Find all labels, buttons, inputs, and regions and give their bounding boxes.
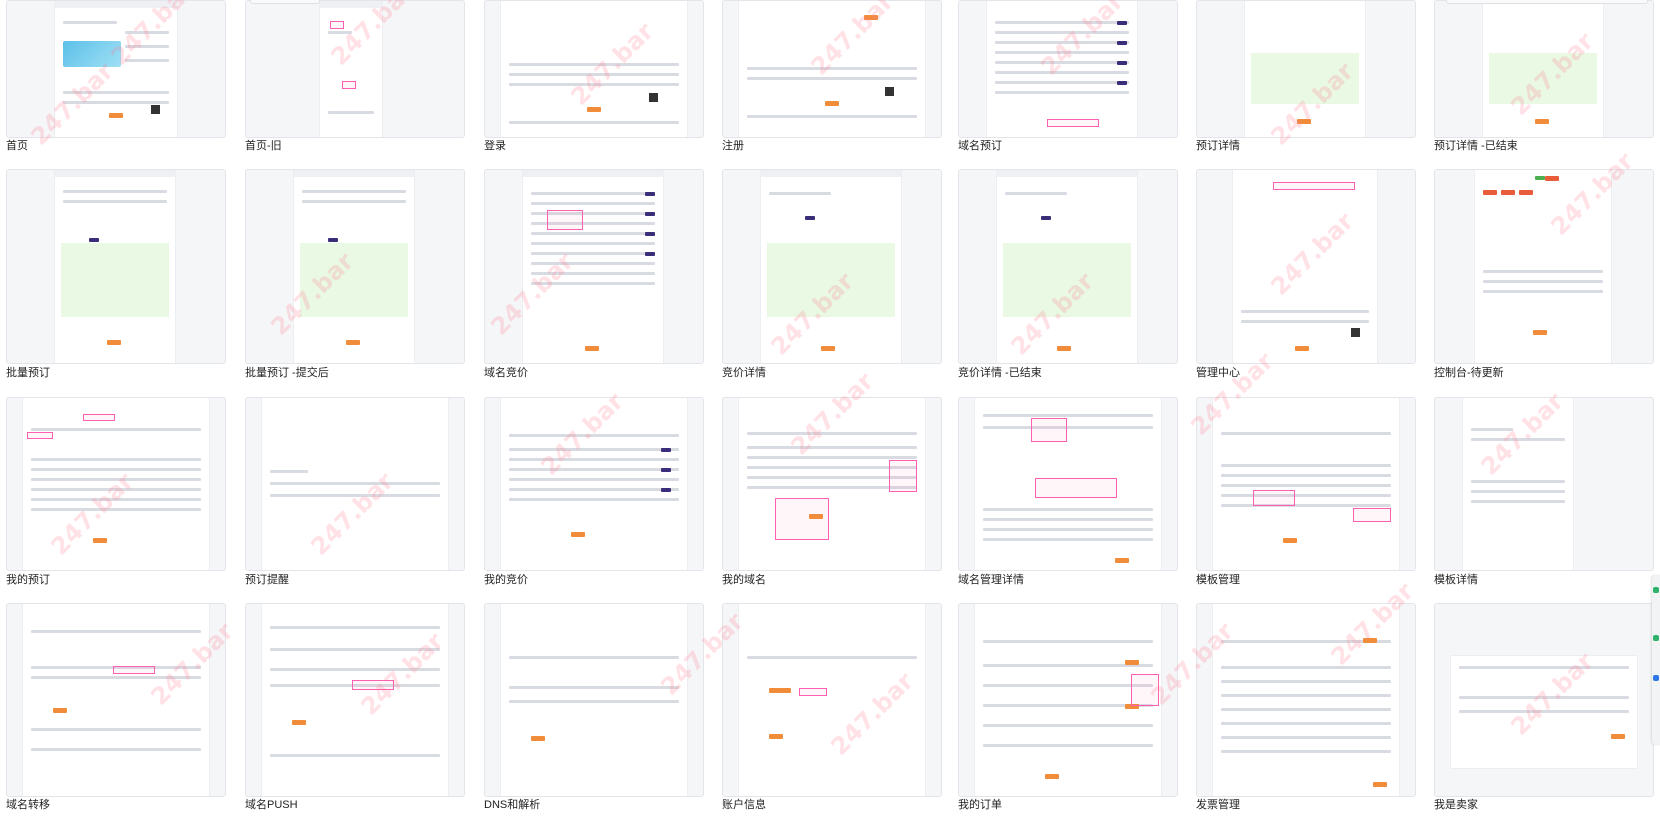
page-label: 模板详情 [1434,574,1478,586]
floating-side-panel[interactable] [1652,575,1660,745]
page-thumbnail-auction-detail-ended[interactable] [958,169,1178,364]
page-thumbnail-my-reservations[interactable] [6,397,226,571]
page-label: 发票管理 [1196,799,1240,811]
page-label: 批量预订 -提交后 [245,367,329,379]
page-thumbnail-home[interactable] [6,0,226,138]
page-label: 登录 [484,140,506,152]
page-label: 我的订单 [958,799,1002,811]
page-thumbnail-management-center[interactable] [1196,169,1416,364]
page-label: 注册 [722,140,744,152]
page-label: 账户信息 [722,799,766,811]
page-label: 竞价详情 [722,367,766,379]
page-thumbnail-template-detail[interactable] [1434,397,1654,571]
blue-icon[interactable] [1653,675,1659,681]
page-thumbnail-reservation-detail-ended[interactable] [1434,0,1654,138]
page-label: 我的域名 [722,574,766,586]
page-thumbnail-my-auctions[interactable] [484,397,704,571]
page-label: 域名竞价 [484,367,528,379]
green-icon[interactable] [1653,587,1659,593]
page-label: 我是卖家 [1434,799,1478,811]
green-icon[interactable] [1653,635,1659,641]
page-label: 域名预订 [958,140,1002,152]
page-label: 管理中心 [1196,367,1240,379]
page-thumbnail-batch-reservation-submitted[interactable] [245,169,465,364]
page-thumbnail-reservation-reminder[interactable] [245,397,465,571]
page-thumbnail-dns-resolution[interactable] [484,603,704,797]
page-thumbnail-my-orders[interactable] [958,603,1178,797]
page-thumbnail-home-old[interactable] [245,0,465,138]
page-thumbnail-domain-transfer[interactable] [6,603,226,797]
page-label: 控制台-待更新 [1434,367,1504,379]
page-thumbnail-domain-auction[interactable] [484,169,704,364]
page-label: 域名PUSH [245,799,298,811]
page-thumbnail-domain-management-detail[interactable] [958,397,1178,571]
page-thumbnail-domain-push[interactable] [245,603,465,797]
page-thumbnail-my-domains[interactable] [722,397,942,571]
page-thumbnail-login[interactable] [484,0,704,138]
page-thumbnail-invoice-management[interactable] [1196,603,1416,797]
page-label: 预订详情 [1196,140,1240,152]
page-thumbnail-domain-reservation[interactable] [958,0,1178,138]
page-label: 模板管理 [1196,574,1240,586]
page-thumbnail-account-info[interactable] [722,603,942,797]
page-label: DNS和解析 [484,799,541,811]
page-label: 首页 [6,140,28,152]
page-thumbnail-console-pending-update[interactable] [1434,169,1654,364]
page-thumbnail-batch-reservation[interactable] [6,169,226,364]
page-label: 我的竞价 [484,574,528,586]
page-thumbnail-auction-detail[interactable] [722,169,942,364]
page-label: 预订提醒 [245,574,289,586]
toolbar-fragment [250,0,320,4]
page-label: 预订详情 -已结束 [1434,140,1518,152]
page-label: 域名转移 [6,799,50,811]
page-thumbnail-register[interactable] [722,0,942,138]
page-label: 批量预订 [6,367,50,379]
search-fragment [1446,0,1648,4]
page-label: 我的预订 [6,574,50,586]
page-label: 域名管理详情 [958,574,1024,586]
page-thumbnail-reservation-detail[interactable] [1196,0,1416,138]
page-label: 竞价详情 -已结束 [958,367,1042,379]
page-thumbnail-i-am-seller[interactable] [1434,603,1654,797]
page-label: 首页-旧 [245,140,282,152]
page-thumbnail-template-management[interactable] [1196,397,1416,571]
